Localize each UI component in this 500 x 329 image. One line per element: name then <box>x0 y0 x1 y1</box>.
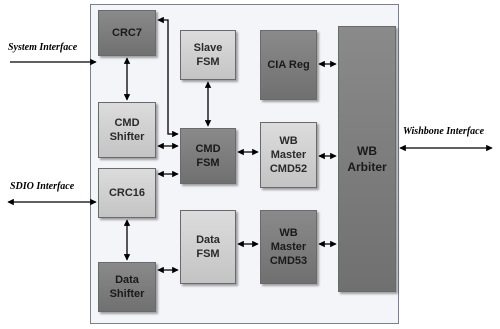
slave-fsm-block: Slave FSM <box>180 30 236 80</box>
crc7-block: CRC7 <box>98 10 156 56</box>
wishbone-interface-label: Wishbone Interface <box>403 126 485 137</box>
wb-master-cmd52-block: WB Master CMD52 <box>260 122 317 188</box>
sdio-interface-label: SDIO Interface <box>10 181 75 192</box>
wb-master-cmd53-block: WB Master CMD53 <box>260 210 317 284</box>
data-shifter-block: Data Shifter <box>98 262 156 312</box>
cmd-shifter-block: CMD Shifter <box>98 102 156 158</box>
crc16-block: CRC16 <box>98 168 156 218</box>
cmd-fsm-block: CMD FSM <box>180 128 236 184</box>
system-interface-label: System Interface <box>8 42 78 53</box>
data-fsm-block: Data FSM <box>180 210 236 284</box>
cia-reg-block: CIA Reg <box>260 30 317 100</box>
wb-arbiter-block: WB Arbiter <box>338 26 396 292</box>
crc7-cmd-fsm-arrow <box>157 16 179 138</box>
